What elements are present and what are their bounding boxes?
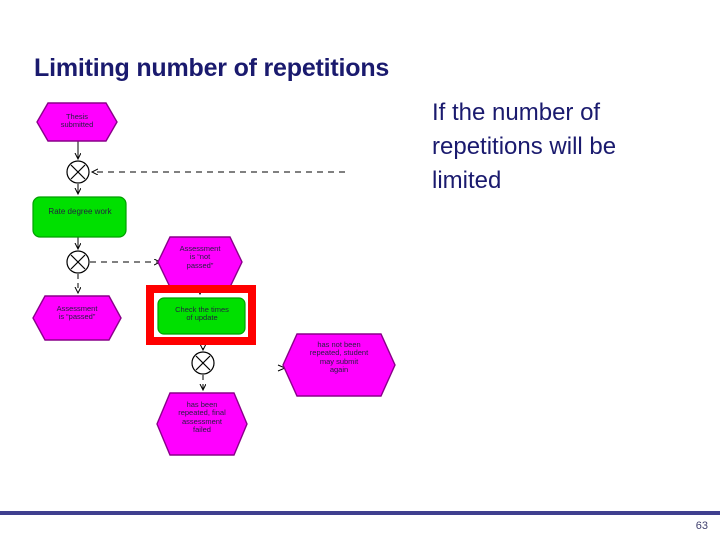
- function-rate-degree-work: [32, 196, 127, 238]
- event-has-not-been-repeated: [282, 333, 396, 397]
- event-thesis-submitted: [36, 102, 118, 142]
- xor-connector-2: [66, 250, 90, 274]
- event-assessment-not-passed: [157, 236, 243, 288]
- page-number: 63: [695, 520, 708, 532]
- xor-connector-3: [191, 351, 215, 375]
- highlight-frame: [146, 285, 256, 345]
- caption-text: If the number of repetitions will be lim…: [432, 99, 617, 195]
- footer-divider: [0, 511, 720, 515]
- event-has-been-repeated: [156, 392, 248, 456]
- xor-connector-1: [66, 160, 90, 184]
- function-check-times-of-update: [157, 297, 246, 335]
- page-title: Limiting number of repetitions: [34, 54, 390, 82]
- process-flow-diagram: Thesis submitted Rate degree work Assess…: [32, 102, 396, 456]
- diagram-svg: [32, 102, 396, 456]
- event-assessment-passed: [32, 295, 122, 341]
